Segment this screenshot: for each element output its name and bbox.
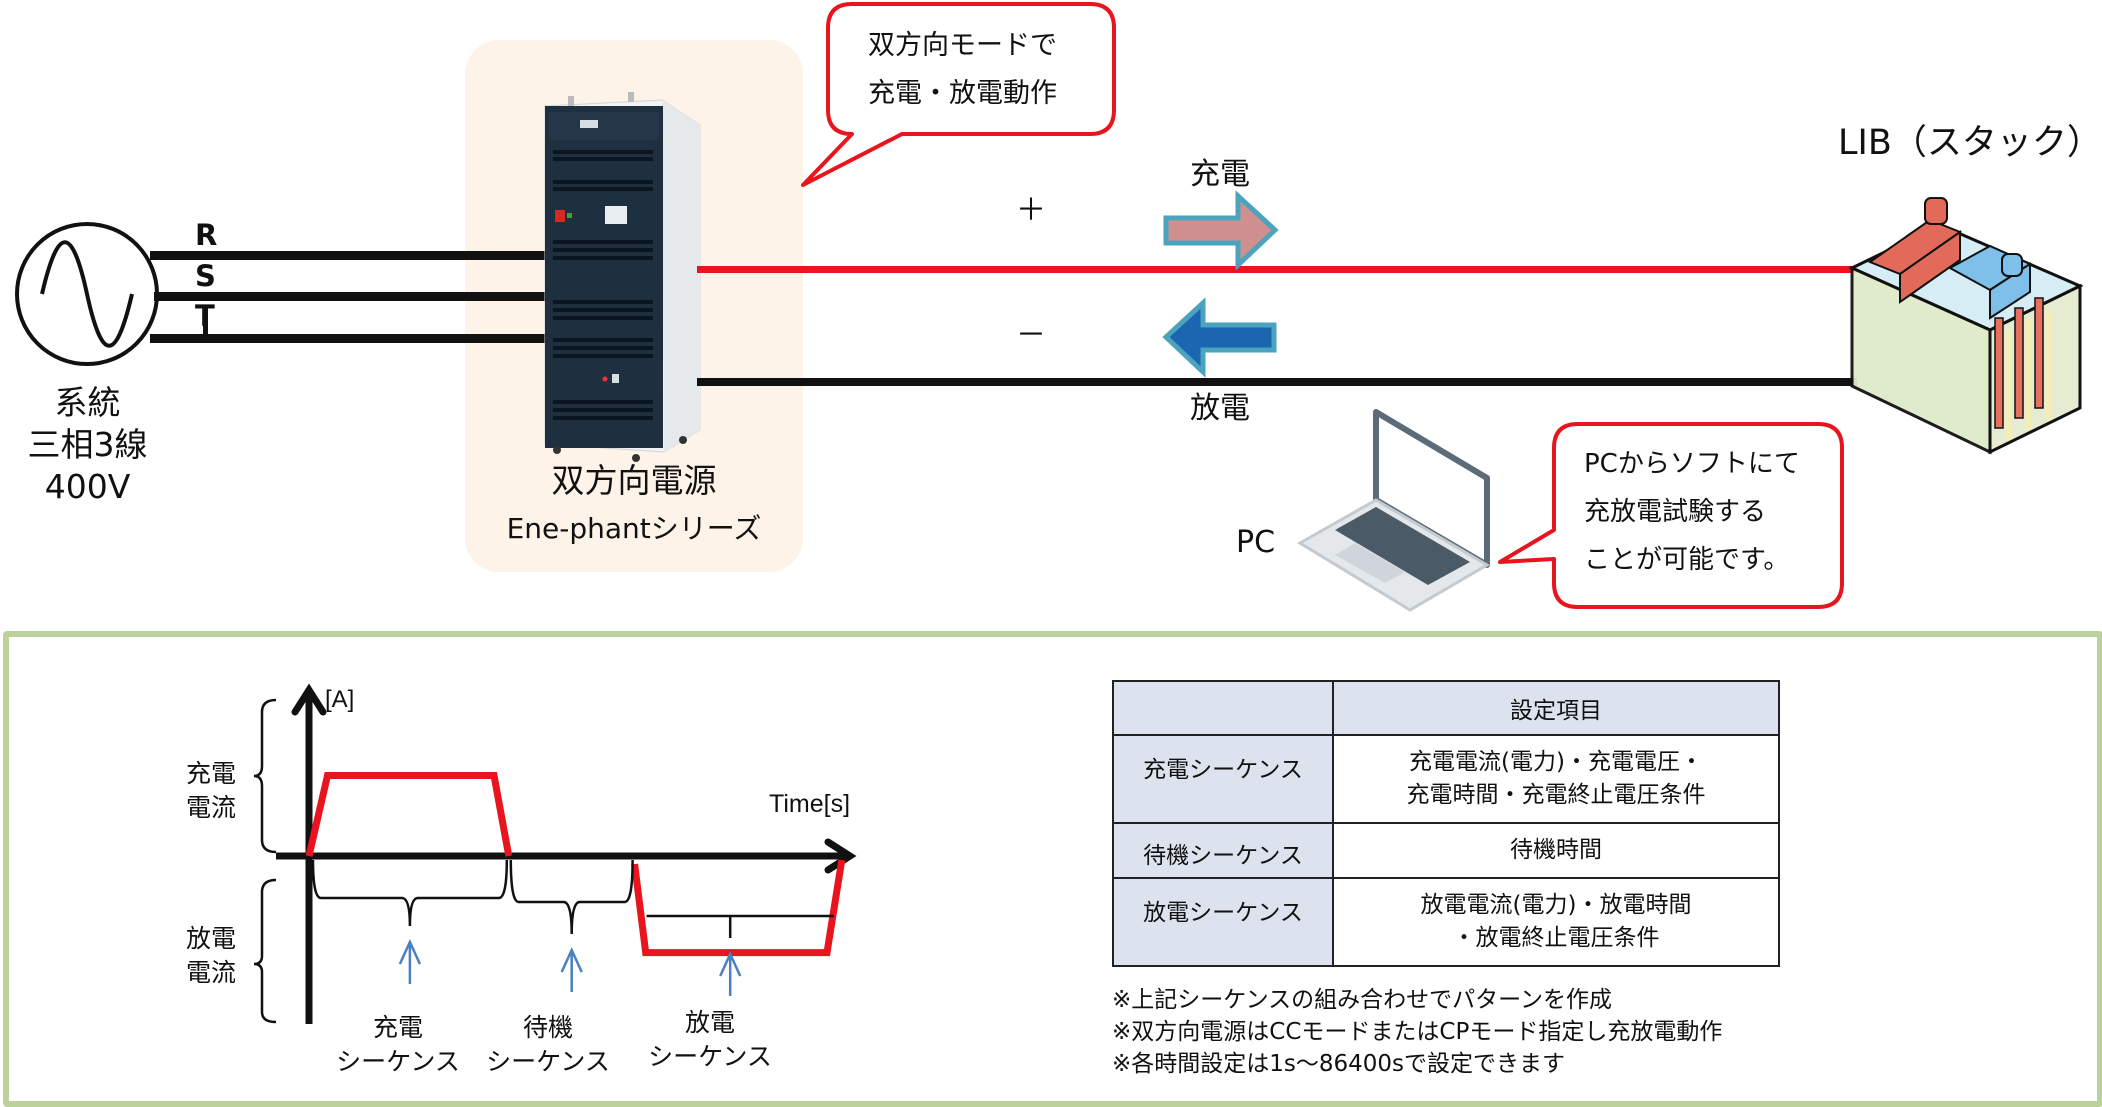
bubble-pc-line2: 充放電試験する bbox=[1584, 497, 1767, 527]
grid-label-line3: 400V bbox=[44, 467, 131, 506]
charge-region-brace bbox=[253, 698, 277, 854]
discharge-current-label: 放電 電流 bbox=[176, 922, 246, 990]
table-row: 放電シーケンス 放電電流(電力)・放電時間 ・放電終止電圧条件 bbox=[1112, 877, 1780, 967]
bubble-pc-line1: PCからソフトにて bbox=[1584, 449, 1800, 479]
table-header-settings: 設定項目 bbox=[1332, 680, 1780, 736]
three-phase-lines bbox=[150, 251, 545, 343]
sequence-label-discharge-line1: 放電 bbox=[684, 1008, 735, 1037]
dc-positive-line bbox=[697, 266, 1857, 273]
sequence-brace-0 bbox=[311, 859, 509, 927]
discharge-arrow-icon bbox=[1162, 297, 1277, 378]
bubble-top-line1: 双方向モードで bbox=[868, 30, 1057, 61]
sequence-label-discharge: 放電 シーケンス bbox=[630, 1006, 790, 1074]
table-row-value: 充電電流(電力)・充電電圧・ 充電時間・充電終止電圧条件 bbox=[1332, 734, 1780, 824]
speech-bubble-pc-text: PCからソフトにて 充放電試験する ことが可能です。 bbox=[1584, 440, 1800, 584]
x-axis-label: Time[s] bbox=[769, 790, 851, 818]
sequence-label-charge-line2: シーケンス bbox=[336, 1047, 460, 1076]
table-row-label: 充電シーケンス bbox=[1112, 734, 1334, 824]
speech-bubble-top bbox=[801, 2, 1116, 187]
table-row-value: 放電電流(電力)・放電時間 ・放電終止電圧条件 bbox=[1332, 877, 1780, 967]
note-item: ※上記シーケンスの組み合わせでパターンを作成 bbox=[1112, 987, 1612, 1013]
grid-label: 系統 三相3線 400V bbox=[0, 382, 175, 508]
phase-label-r: R bbox=[195, 218, 218, 252]
phase-line-s bbox=[154, 292, 545, 301]
table-row-value-line2: 充電時間・充電終止電圧条件 bbox=[1406, 782, 1706, 808]
bubble-pc-line3: ことが可能です。 bbox=[1584, 545, 1790, 575]
system-diagram bbox=[15, 2, 2084, 612]
dc-negative-line bbox=[697, 378, 1857, 386]
discharge-current-line2: 電流 bbox=[185, 958, 236, 987]
discharge-label: 放電 bbox=[1190, 391, 1250, 426]
sequence-label-discharge-line2: シーケンス bbox=[648, 1042, 772, 1071]
table-row-label: 待機シーケンス bbox=[1112, 822, 1334, 879]
settings-table: 設定項目 充電シーケンス 充電電流(電力)・充電電圧・ 充電時間・充電終止電圧条… bbox=[1112, 680, 1780, 967]
table-row-value: 待機時間 bbox=[1332, 822, 1780, 879]
sequence-label-standby: 待機 シーケンス bbox=[468, 1011, 628, 1079]
laptop-icon bbox=[1297, 409, 1490, 612]
y-axis-arrowhead bbox=[291, 683, 327, 716]
phase-line-t bbox=[150, 334, 545, 343]
phase-label-t: T bbox=[195, 299, 215, 333]
discharge-current-line1: 放電 bbox=[185, 924, 236, 953]
battery-label: LIB（スタック） bbox=[1838, 123, 2102, 163]
power-supply-series: Ene-phantシリーズ bbox=[506, 512, 762, 545]
phase-line-r bbox=[150, 251, 545, 260]
sequence-pointer-arrowhead-2 bbox=[719, 950, 742, 977]
charge-current-line1: 充電 bbox=[185, 759, 236, 788]
current-series-charge bbox=[305, 772, 513, 857]
sequence-brace-1 bbox=[509, 859, 634, 935]
sequence-label-standby-line2: シーケンス bbox=[486, 1047, 610, 1076]
current-series-discharge bbox=[631, 859, 846, 957]
table-row-value-line1: 待機時間 bbox=[1510, 837, 1602, 863]
table-row-value-line2: ・放電終止電圧条件 bbox=[1452, 925, 1660, 951]
sequence-label-standby-line1: 待機 bbox=[522, 1013, 573, 1042]
sequence-pointer-arrowhead-1 bbox=[560, 946, 583, 973]
notes: ※上記シーケンスの組み合わせでパターンを作成 ※双方向電源はCCモードまたはCP… bbox=[1112, 984, 1722, 1080]
battery-stack-icon bbox=[1848, 197, 2084, 455]
table-row-label: 放電シーケンス bbox=[1112, 877, 1334, 967]
table-header-row: 設定項目 bbox=[1112, 680, 1780, 736]
grid-label-line2: 三相3線 bbox=[27, 425, 148, 464]
table-header-empty bbox=[1112, 680, 1334, 736]
plus-label: ＋ bbox=[1016, 193, 1046, 228]
x-axis-arrowhead bbox=[824, 838, 857, 874]
phase-label-s: S bbox=[195, 259, 216, 293]
note-item: ※双方向電源はCCモードまたはCPモード指定し充放電動作 bbox=[1112, 1019, 1723, 1045]
discharge-region-brace bbox=[253, 878, 277, 1024]
speech-bubble-pc bbox=[1498, 422, 1844, 609]
table-row-value-line1: 放電電流(電力)・放電時間 bbox=[1420, 892, 1692, 918]
charge-arrow-icon bbox=[1163, 190, 1279, 271]
pc-label: PC bbox=[1236, 525, 1276, 560]
sequence-label-charge-line1: 充電 bbox=[372, 1013, 423, 1042]
speech-bubble-top-text: 双方向モードで 充電・放電動作 bbox=[868, 22, 1057, 118]
sequence-label-charge: 充電 シーケンス bbox=[318, 1011, 478, 1079]
table-row: 充電シーケンス 充電電流(電力)・充電電圧・ 充電時間・充電終止電圧条件 bbox=[1112, 734, 1780, 824]
power-cabinet-icon bbox=[544, 92, 701, 462]
power-supply-name: 双方向電源 bbox=[551, 461, 717, 500]
y-axis-label: [A] bbox=[325, 686, 355, 713]
charge-current-line2: 電流 bbox=[185, 793, 236, 822]
table-row-value-line1: 充電電流(電力)・充電電圧・ bbox=[1409, 749, 1703, 775]
table-row: 待機シーケンス 待機時間 bbox=[1112, 822, 1780, 879]
bubble-top-line2: 充電・放電動作 bbox=[868, 78, 1057, 109]
grid-label-line1: 系統 bbox=[54, 383, 121, 422]
sequence-pointer-arrowhead-0 bbox=[398, 938, 422, 965]
note-item: ※各時間設定は1s～86400sで設定できます bbox=[1112, 1051, 1566, 1077]
charge-label: 充電 bbox=[1190, 157, 1250, 192]
minus-label: － bbox=[1016, 318, 1046, 353]
charge-current-label: 充電 電流 bbox=[176, 757, 246, 825]
